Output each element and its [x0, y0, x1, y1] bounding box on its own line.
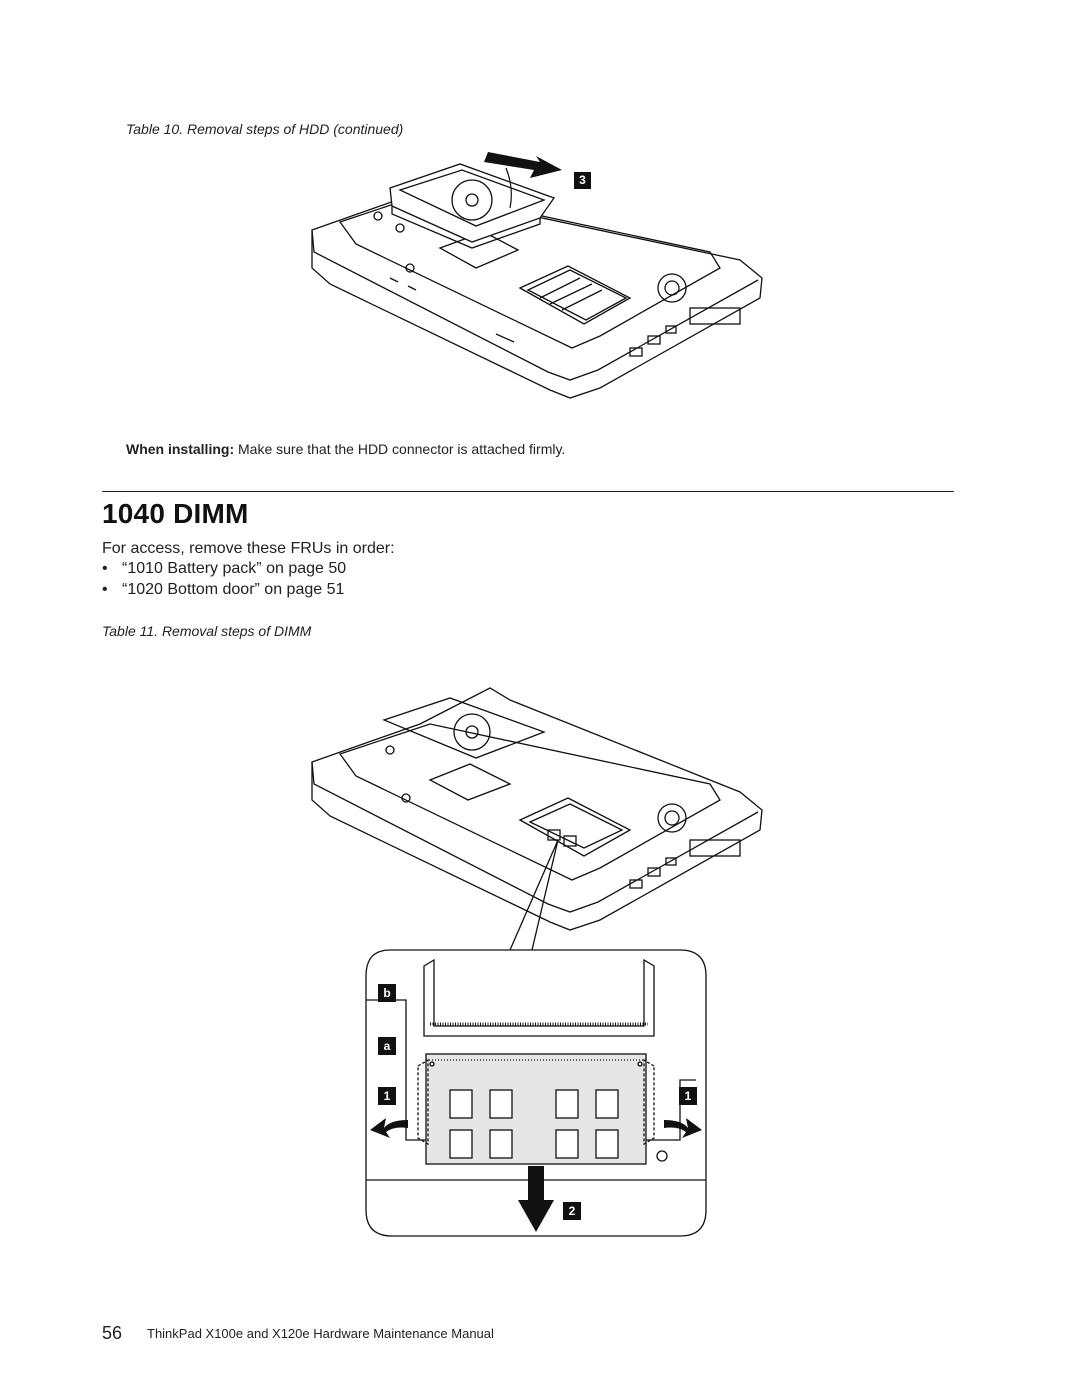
- step-label-a: a: [378, 1037, 396, 1055]
- prereq-link-bottom-door[interactable]: “1020 Bottom door” on page 51: [122, 581, 345, 598]
- install-note: When installing: Make sure that the HDD …: [126, 441, 565, 457]
- step-label-1-left: 1: [378, 1087, 396, 1105]
- prereq-link-battery[interactable]: “1010 Battery pack” on page 50: [122, 560, 347, 577]
- section-title: 1040 DIMM: [102, 498, 249, 529]
- step-label-2: 2: [563, 1202, 581, 1220]
- figure2-caption: Table 11. Removal steps of DIMM: [102, 623, 312, 639]
- step-label-1-right: 1: [679, 1087, 697, 1105]
- figure1-caption: Table 10. Removal steps of HDD (continue…: [126, 121, 404, 137]
- page-number: 56: [102, 1323, 123, 1343]
- hdd-removal-illustration: [311, 152, 763, 399]
- section-rule: [102, 491, 954, 492]
- step-label-b: b: [378, 984, 396, 1002]
- install-note-text: Make sure that the HDD connector is atta…: [238, 441, 566, 457]
- install-note-lead: When installing:: [126, 441, 235, 457]
- dimm-removal-illustration: [311, 687, 763, 1237]
- prereq-item: •“1020 Bottom door” on page 51: [102, 581, 345, 598]
- manual-title: ThinkPad X100e and X120e Hardware Mainte…: [147, 1326, 494, 1341]
- section-intro: For access, remove these FRUs in order:: [102, 540, 395, 557]
- step-label-3: 3: [574, 172, 591, 189]
- prereq-item: •“1010 Battery pack” on page 50: [102, 560, 347, 577]
